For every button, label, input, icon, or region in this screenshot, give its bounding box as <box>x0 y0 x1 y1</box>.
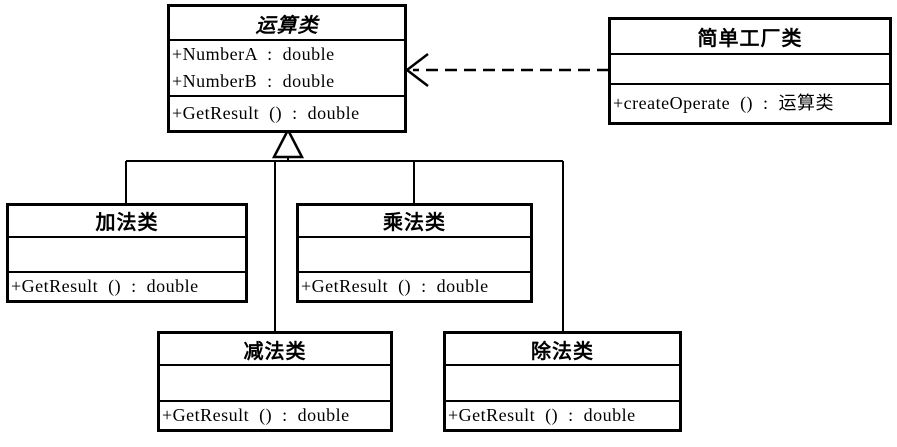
class-title-division: 除法类 <box>446 334 679 366</box>
method-line: +GetResult () : double <box>301 276 489 296</box>
class-title-operation: 运算类 <box>170 7 404 41</box>
attributes-section <box>160 366 390 402</box>
methods-section: +GetResult () : double <box>170 97 404 130</box>
attributes-section <box>9 238 245 273</box>
class-box-addition: 加法类 +GetResult () : double <box>6 203 248 303</box>
class-box-subtraction: 减法类 +GetResult () : double <box>157 331 393 432</box>
method-line: +GetResult () : double <box>162 405 350 425</box>
class-box-simple-factory: 简单工厂类 +createOperate () : 运算类 <box>608 17 892 125</box>
method-line: +GetResult () : double <box>172 103 360 123</box>
class-box-multiplication: 乘法类 +GetResult () : double <box>296 203 533 303</box>
methods-section: +GetResult () : double <box>160 402 390 429</box>
attribute-line: +NumberA : double <box>172 44 335 64</box>
attributes-section <box>299 238 530 273</box>
method-line: +createOperate () : 运算类 <box>613 93 835 113</box>
methods-section: +GetResult () : double <box>446 402 679 429</box>
class-box-division: 除法类 +GetResult () : double <box>443 331 682 432</box>
class-box-operation: 运算类 +NumberA : double +NumberB : double … <box>167 4 407 133</box>
attribute-line: +NumberB : double <box>172 71 335 91</box>
methods-section: +createOperate () : 运算类 <box>611 85 889 122</box>
inheritance-triangle <box>271 127 305 159</box>
methods-section: +GetResult () : double <box>9 273 245 300</box>
class-title-simple-factory: 简单工厂类 <box>611 20 889 55</box>
dependency-arrowhead <box>404 53 429 87</box>
method-line: +GetResult () : double <box>448 405 636 425</box>
attributes-section <box>611 55 889 85</box>
methods-section: +GetResult () : double <box>299 273 530 300</box>
method-line: +GetResult () : double <box>11 276 199 296</box>
attributes-section <box>446 366 679 402</box>
class-title-multiplication: 乘法类 <box>299 206 530 238</box>
attributes-section: +NumberA : double +NumberB : double <box>170 41 404 97</box>
class-title-addition: 加法类 <box>9 206 245 238</box>
class-title-subtraction: 减法类 <box>160 334 390 366</box>
